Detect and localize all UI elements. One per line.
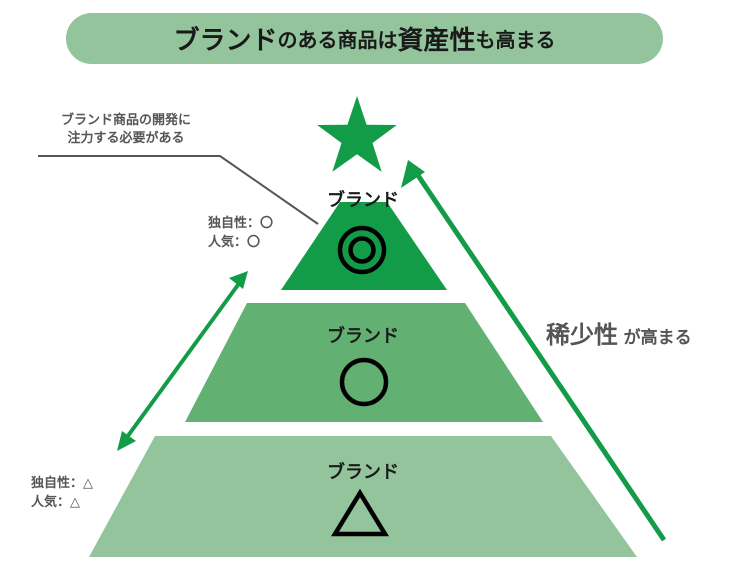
- callout-line-1: ブランド商品の開発に: [60, 113, 191, 128]
- attributes-top: 独自性：〇 人気：〇: [208, 214, 273, 252]
- star-icon: [317, 96, 397, 172]
- attributes-top-uniqueness: 独自性：〇: [208, 216, 274, 231]
- attributes-bottom-uniqueness: 独自性：△: [31, 476, 93, 491]
- title-banner: ブランド のある商品は 資産性 も高まる: [66, 13, 663, 64]
- pyramid-tier-top: [281, 202, 447, 290]
- pyramid-tier-middle: [185, 303, 543, 422]
- attributes-bottom-popularity: 人気：△: [31, 495, 80, 510]
- title-part-asset: 資産性: [397, 26, 476, 56]
- callout-leader-line: [38, 155, 319, 225]
- circle-icon: [339, 357, 389, 407]
- attributes-bottom: 独自性：△ 人気：△: [31, 474, 93, 512]
- tier-middle-label: ブランド: [327, 326, 399, 347]
- triangle-icon: [330, 488, 390, 537]
- attributes-top-popularity: 人気：〇: [208, 235, 261, 250]
- rarity-label-suffix: が高まる: [623, 328, 692, 348]
- callout-text: ブランド商品の開発に 注力する必要がある: [36, 112, 216, 148]
- title-part-brand: ブランド: [173, 26, 278, 56]
- title-part-end: も高まる: [475, 28, 556, 52]
- title-part-middle: のある商品は: [277, 28, 398, 52]
- rarity-label-main: 稀少性: [546, 321, 618, 349]
- rarity-arrow: [401, 160, 667, 542]
- tier-top-label: ブランド: [327, 190, 399, 211]
- rarity-label: 稀少性 が高まる: [546, 315, 692, 350]
- double-circle-icon: [337, 225, 387, 275]
- double-arrow-left: [117, 271, 248, 451]
- tier-bottom-label: ブランド: [327, 462, 399, 483]
- callout-line-2: 注力する必要がある: [67, 131, 185, 146]
